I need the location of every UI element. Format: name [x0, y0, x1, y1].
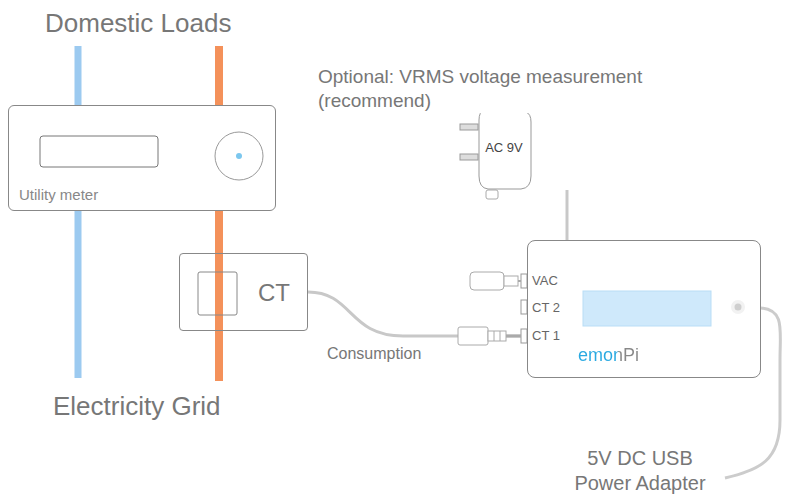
ct-cable	[308, 292, 527, 336]
ac-cable	[566, 190, 569, 240]
led	[735, 304, 742, 311]
meter-fill	[8, 105, 276, 211]
jack-body	[458, 327, 488, 345]
note-label: Optional: VRMS voltage measurement (reco…	[318, 65, 703, 113]
ac-adapter: AC 9V	[476, 108, 532, 190]
neutral-wire	[75, 46, 82, 378]
source-label: Electricity Grid	[53, 391, 221, 422]
ct-core	[198, 272, 237, 315]
power-plug-body	[470, 272, 504, 290]
device-name: emonPi	[578, 345, 639, 366]
plug-prong	[460, 124, 478, 130]
emonpi-fill	[527, 240, 761, 378]
usb-cable	[725, 308, 780, 478]
adapter-neck	[486, 190, 498, 199]
meter-dial	[215, 132, 263, 180]
adapter-body	[479, 109, 531, 189]
power-plug-pin	[518, 280, 521, 282]
port-label: CT 2	[532, 300, 560, 315]
live-wire-segment	[215, 211, 223, 253]
current-transformer: CT	[179, 253, 308, 331]
ct-label: CT	[258, 279, 290, 307]
led-halo	[731, 300, 745, 314]
emonpi-display	[583, 291, 711, 326]
meter-dial-dot	[236, 153, 242, 159]
plug-prong	[460, 154, 478, 160]
port-label: VAC	[532, 273, 558, 288]
live-wire	[215, 46, 223, 105]
title-label: Domestic Loads	[45, 8, 231, 39]
edge-label: Consumption	[327, 345, 421, 363]
meter-display	[40, 136, 158, 167]
jack-ring	[494, 331, 495, 341]
power-label: 5V DC USB Power Adapter	[560, 446, 720, 496]
emonpi-unit: emonPi	[527, 240, 761, 378]
power-plug-tip	[504, 276, 518, 286]
jack-tip	[506, 335, 521, 338]
adapter-label: AC 9V	[485, 140, 523, 155]
meter-label: Utility meter	[19, 186, 98, 203]
jack-sleeve	[488, 331, 506, 341]
jack-ring	[500, 331, 501, 341]
port-label: CT 1	[532, 328, 560, 343]
utility-meter: Utility meter	[8, 105, 276, 211]
